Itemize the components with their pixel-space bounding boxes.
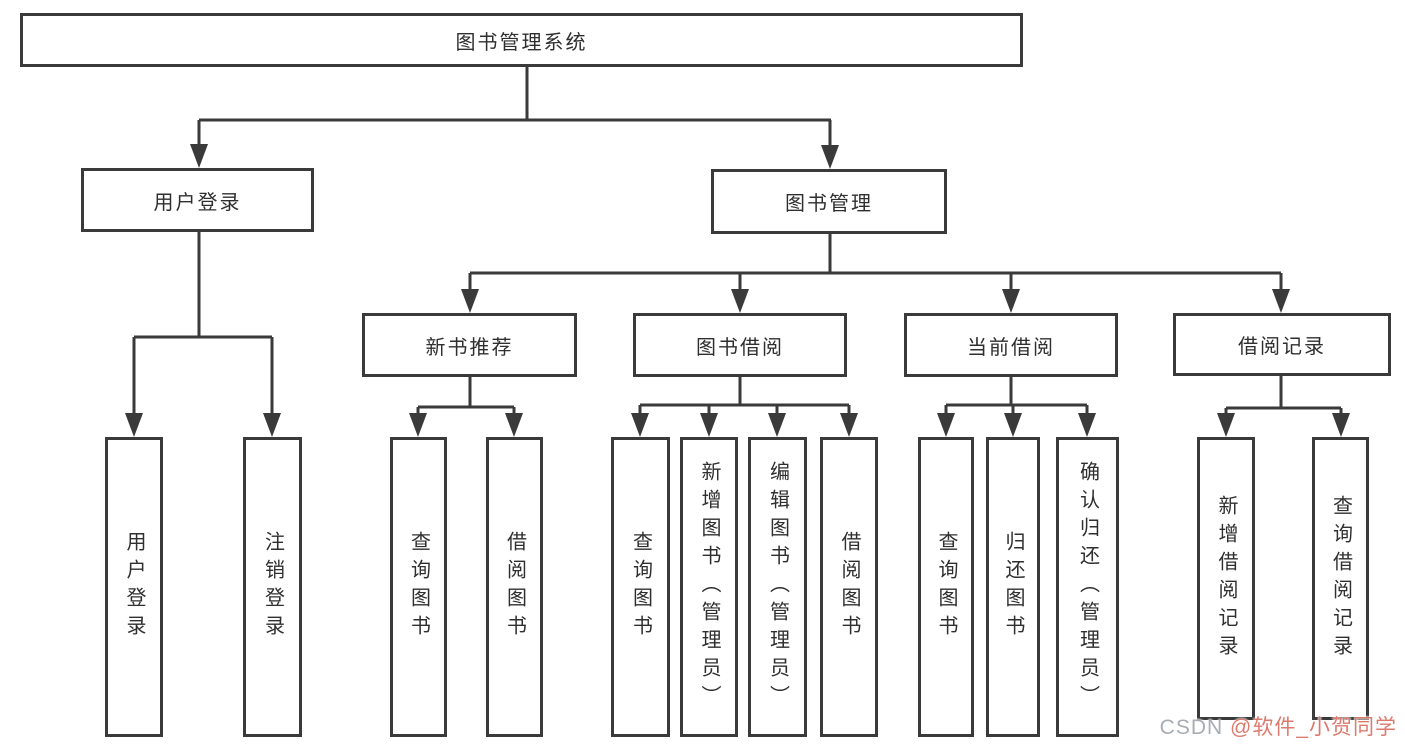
- edge-line: [512, 407, 516, 416]
- watermark-handle: @软件_小贺同学: [1230, 716, 1397, 739]
- edge-line: [270, 337, 274, 416]
- arrowhead-icon: [461, 289, 479, 313]
- edge-line: [1009, 377, 1013, 405]
- edge-line: [946, 403, 1087, 407]
- arrowhead-icon: [1002, 289, 1020, 313]
- node-root: 图书管理系统: [20, 13, 1023, 67]
- arrowhead-icon: [1004, 413, 1022, 437]
- node-borrow-records: 借阅记录: [1173, 313, 1391, 376]
- edge-line: [707, 405, 711, 416]
- node-leaf-edit-book-label: 编辑图书（管理员）: [766, 461, 789, 713]
- edge-line: [468, 273, 472, 292]
- edge-line: [640, 403, 849, 407]
- node-leaf-user-login: 用户登录: [105, 437, 163, 737]
- edge-line: [738, 273, 742, 292]
- edge-line: [738, 377, 742, 405]
- edge-line: [525, 67, 529, 121]
- edge-line: [197, 232, 201, 337]
- arrowhead-icon: [1272, 289, 1290, 313]
- edge-line: [416, 407, 420, 416]
- edge-line: [1279, 376, 1283, 408]
- edge-line: [132, 337, 136, 416]
- node-leaf-add-book: 新增图书（管理员）: [680, 437, 738, 737]
- edge-line: [1279, 273, 1283, 292]
- edge-line: [199, 118, 831, 122]
- node-leaf-query-record-label: 查询借阅记录: [1329, 494, 1352, 663]
- node-leaf-query-book-1: 查询图书: [390, 437, 447, 737]
- edge-line: [418, 405, 514, 409]
- node-book-borrow-label: 图书借阅: [696, 336, 784, 359]
- node-borrow-records-label: 借阅记录: [1238, 336, 1326, 358]
- node-book-borrow: 图书借阅: [633, 313, 847, 377]
- edge-line: [468, 377, 472, 407]
- node-leaf-query-book-2-label: 查询图书: [629, 531, 652, 643]
- node-leaf-add-record-label: 新增借阅记录: [1215, 494, 1237, 663]
- node-book-mgmt: 图书管理: [711, 169, 947, 234]
- node-leaf-query-book-3: 查询图书: [918, 437, 974, 737]
- node-new-book-rec-label: 新书推荐: [425, 336, 514, 359]
- node-leaf-confirm-return: 确认归还（管理员）: [1056, 437, 1119, 737]
- node-new-book-rec: 新书推荐: [362, 313, 577, 377]
- arrowhead-icon: [409, 413, 427, 437]
- node-user-login: 用户登录: [81, 168, 314, 232]
- node-leaf-borrow-book-1-label: 借阅图书: [503, 531, 526, 643]
- node-current-borrow: 当前借阅: [904, 313, 1118, 377]
- node-leaf-query-book-1-label: 查询图书: [407, 531, 430, 643]
- node-leaf-borrow-book-2: 借阅图书: [820, 437, 878, 737]
- arrowhead-icon: [263, 413, 281, 437]
- node-leaf-logout-label: 注销登录: [261, 531, 284, 643]
- edge-line: [775, 405, 779, 416]
- edge-line: [638, 405, 642, 416]
- edge-line: [134, 335, 272, 339]
- node-leaf-query-book-2: 查询图书: [611, 437, 670, 737]
- arrowhead-icon: [505, 413, 523, 437]
- node-leaf-edit-book: 编辑图书（管理员）: [748, 437, 807, 737]
- edge-line: [197, 120, 201, 148]
- edge-line: [1011, 405, 1015, 416]
- edge-line: [1224, 408, 1228, 416]
- arrowhead-icon: [731, 289, 749, 313]
- node-leaf-query-book-3-label: 查询图书: [935, 531, 957, 643]
- arrowhead-icon: [1078, 413, 1096, 437]
- node-leaf-confirm-return-label: 确认归还（管理员）: [1076, 461, 1099, 713]
- node-leaf-query-record: 查询借阅记录: [1312, 437, 1369, 720]
- node-leaf-add-record: 新增借阅记录: [1197, 437, 1255, 720]
- node-leaf-return-book-label: 归还图书: [1002, 531, 1024, 643]
- node-leaf-borrow-book-2-label: 借阅图书: [838, 531, 860, 643]
- node-leaf-return-book: 归还图书: [986, 437, 1040, 737]
- arrowhead-icon: [125, 413, 143, 437]
- arrowhead-icon: [768, 413, 786, 437]
- node-leaf-user-login-label: 用户登录: [123, 531, 145, 643]
- edge-line: [1085, 405, 1089, 416]
- watermark-prefix: CSDN: [1159, 716, 1230, 739]
- edge-line: [828, 234, 832, 273]
- node-current-borrow-label: 当前借阅: [967, 336, 1055, 359]
- arrowhead-icon: [631, 413, 649, 437]
- arrowhead-icon: [1332, 413, 1350, 437]
- node-leaf-add-book-label: 新增图书（管理员）: [698, 461, 720, 713]
- edge-line: [1226, 406, 1341, 410]
- node-leaf-logout: 注销登录: [243, 437, 302, 737]
- node-root-label: 图书管理系统: [455, 31, 588, 54]
- edge-line: [470, 271, 1281, 275]
- arrowhead-icon: [937, 413, 955, 437]
- edge-line: [1339, 408, 1343, 416]
- node-book-mgmt-label: 图书管理: [785, 193, 873, 215]
- watermark: CSDN @软件_小贺同学: [1160, 711, 1397, 741]
- node-user-login-label: 用户登录: [153, 191, 242, 214]
- edge-line: [847, 405, 851, 416]
- arrowhead-icon: [190, 144, 208, 168]
- edge-line: [828, 120, 832, 148]
- arrowhead-icon: [700, 413, 718, 437]
- node-leaf-borrow-book-1: 借阅图书: [486, 437, 543, 737]
- arrowhead-icon: [840, 413, 858, 437]
- edge-line: [1009, 273, 1013, 292]
- edge-line: [944, 405, 948, 416]
- arrowhead-icon: [821, 145, 839, 169]
- arrowhead-icon: [1217, 413, 1235, 437]
